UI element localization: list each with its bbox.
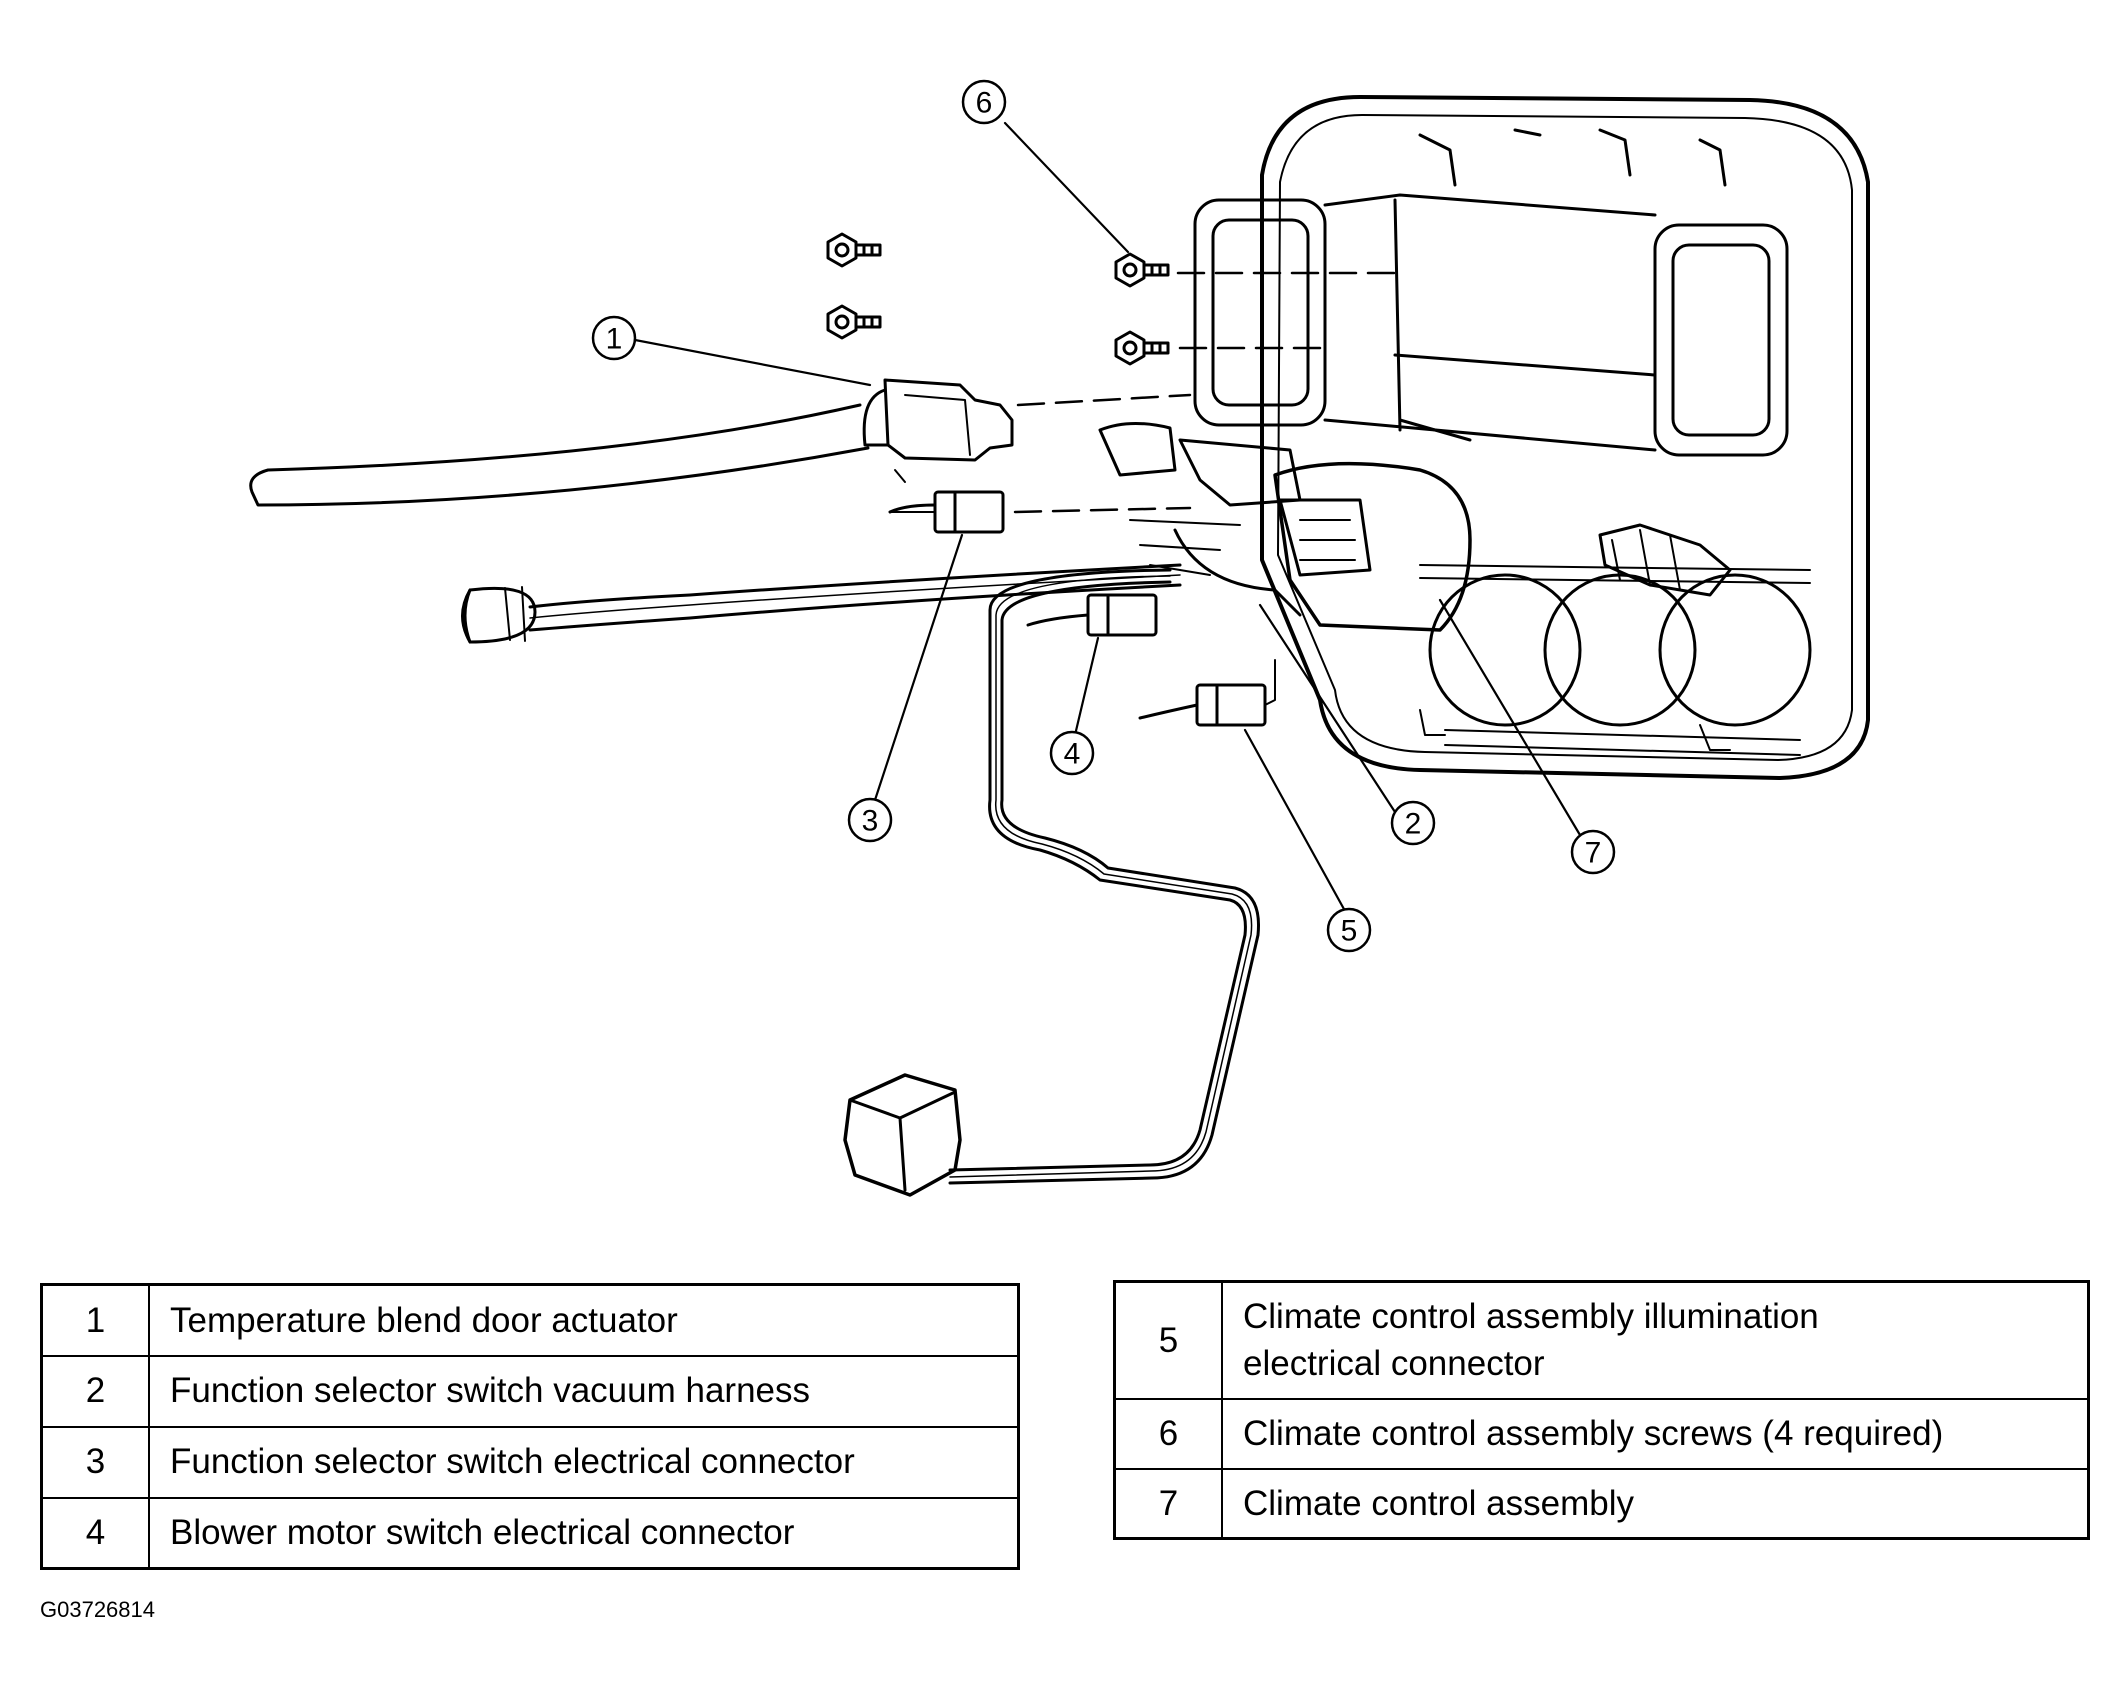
svg-text:7: 7 [1585, 837, 1602, 870]
alignment-lines [1013, 271, 1402, 514]
blend-door-actuator [249, 378, 1014, 507]
legend-label: Climate control assembly [1221, 1467, 2090, 1540]
legend-number: 1 [40, 1283, 150, 1357]
callout-7: 7 [1570, 829, 1616, 875]
callout-5: 5 [1326, 907, 1372, 953]
small-connectors [888, 490, 1276, 727]
legend-label: Blower motor switch electrical connector [148, 1496, 1020, 1570]
legend-label: Function selector switch vacuum harness [148, 1354, 1020, 1428]
legend-label: Climate control assembly illumination el… [1221, 1280, 2090, 1400]
svg-text:1: 1 [606, 323, 623, 356]
callout-1: 1 [591, 315, 637, 361]
legend-label-line: Climate control assembly illumination [1243, 1297, 1819, 1336]
svg-text:3: 3 [862, 805, 879, 838]
legend-row: 2 Function selector switch vacuum harnes… [40, 1354, 1020, 1428]
legend-label: Temperature blend door actuator [148, 1283, 1020, 1357]
function-selector-switch [1098, 421, 1472, 632]
legend-row: 5 Climate control assembly illumination … [1113, 1280, 2090, 1400]
legend-label-line: electrical connector [1243, 1344, 1545, 1384]
legend-table-left: 1 Temperature blend door actuator 2 Func… [40, 1283, 1020, 1570]
legend-number: 5 [1113, 1280, 1223, 1400]
svg-text:6: 6 [976, 87, 993, 120]
svg-text:5: 5 [1341, 915, 1358, 948]
legend-row: 1 Temperature blend door actuator [40, 1283, 1020, 1357]
legend-row: 3 Function selector switch electrical co… [40, 1425, 1020, 1499]
main-wiring-harness [843, 568, 1261, 1197]
legend-number: 2 [40, 1354, 150, 1428]
legend-number: 3 [40, 1425, 150, 1499]
legend-number: 4 [40, 1496, 150, 1570]
figure-id: G03726814 [40, 1597, 155, 1622]
vacuum-harness [461, 563, 1182, 644]
legend-number: 7 [1113, 1467, 1223, 1540]
svg-text:4: 4 [1064, 738, 1081, 771]
legend-number: 6 [1113, 1397, 1223, 1470]
callout-2: 2 [1390, 800, 1436, 846]
legend-row: 4 Blower motor switch electrical connect… [40, 1496, 1020, 1570]
exploded-view-diagram: 1 2 3 4 5 6 7 [249, 79, 1870, 1197]
assembly-screws [826, 232, 1170, 366]
legend-table-right: 5 Climate control assembly illumination … [1113, 1280, 2090, 1540]
legend-row: 6 Climate control assembly screws (4 req… [1113, 1397, 2090, 1470]
legend-row: 7 Climate control assembly [1113, 1467, 2090, 1540]
svg-text:2: 2 [1405, 808, 1422, 841]
leader-lines [633, 121, 1582, 922]
climate-control-assembly [1193, 95, 1870, 780]
legend-label: Climate control assembly screws (4 requi… [1221, 1397, 2090, 1470]
callout-3: 3 [847, 797, 893, 843]
callout-4: 4 [1049, 730, 1095, 776]
legend-label: Function selector switch electrical conn… [148, 1425, 1020, 1499]
callout-6: 6 [961, 79, 1007, 125]
